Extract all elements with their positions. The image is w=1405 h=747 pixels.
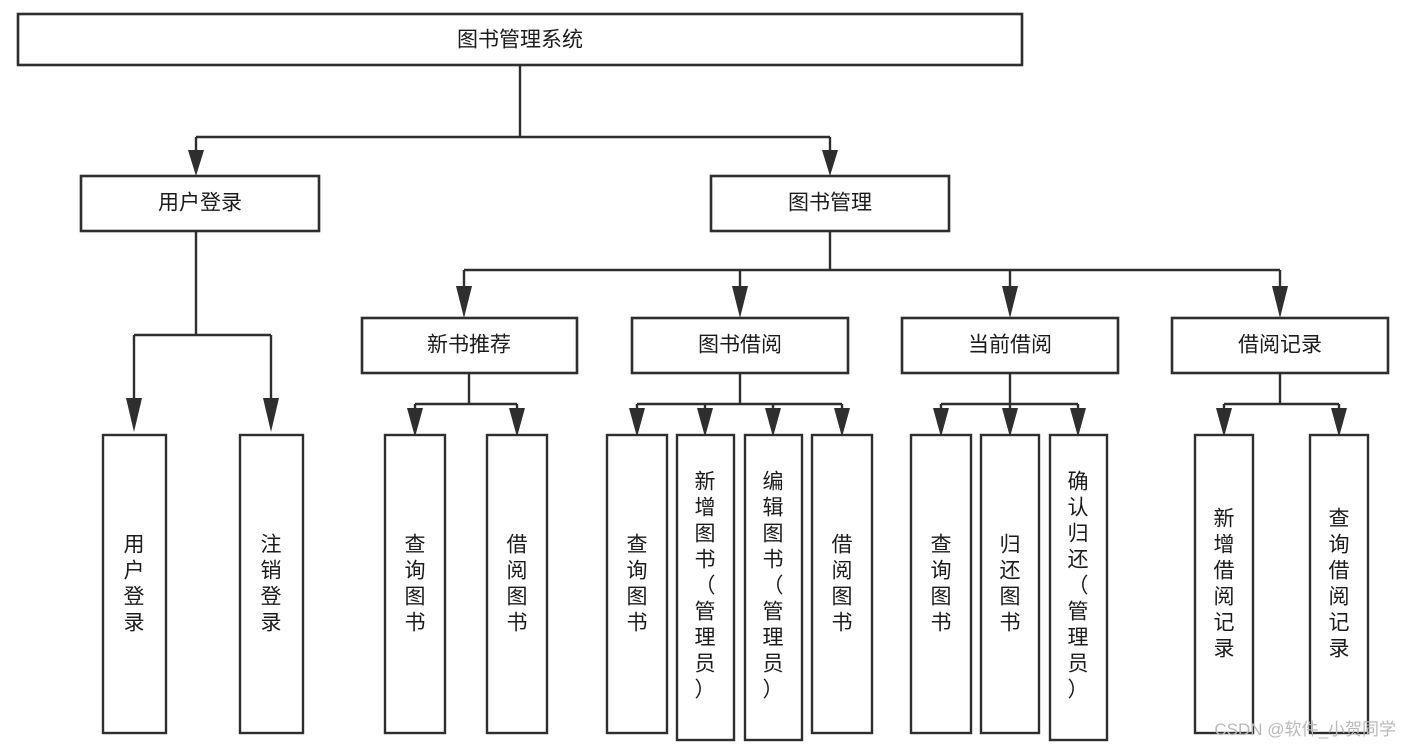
leaf-borrow-book-borrow-box[interactable] xyxy=(810,433,874,735)
node-book-management[interactable]: 图书管理 xyxy=(709,174,951,233)
node-root-box[interactable] xyxy=(16,12,1024,67)
leaf-user-login[interactable]: 用户登录 xyxy=(101,433,168,735)
arrowhead-book-borrow xyxy=(732,286,748,318)
node-current-borrow-box[interactable] xyxy=(900,316,1120,375)
node-current-borrow[interactable]: 当前借阅 xyxy=(900,316,1120,375)
node-book-management-box[interactable] xyxy=(709,174,951,233)
leaf-borrow-book-borrow[interactable]: 借阅图书 xyxy=(810,433,874,735)
leaf-confirm-return-box[interactable] xyxy=(1048,433,1109,742)
node-borrow-record[interactable]: 借阅记录 xyxy=(1170,316,1390,375)
node-borrow-record-box[interactable] xyxy=(1170,316,1390,375)
arrowhead-new-book xyxy=(456,286,472,318)
arrowhead-leaf-query-book-1 xyxy=(407,408,423,437)
leaf-query-book-borrow[interactable]: 查询图书 xyxy=(605,433,669,735)
leaf-return-book-box[interactable] xyxy=(979,433,1041,735)
leaf-borrow-book-recommend-label: 借阅图书 xyxy=(507,534,528,635)
leaf-query-book-current[interactable]: 查询图书 xyxy=(909,433,973,735)
watermark-label: CSDN @软件_小贺同学 xyxy=(1214,720,1396,739)
leaf-return-book[interactable]: 归还图书 xyxy=(979,433,1041,735)
arrowhead-leaf-query-book-2 xyxy=(629,408,645,437)
arrowhead-leaf-edit-book xyxy=(765,408,781,437)
leaf-confirm-return[interactable]: 确认归还（管理员） xyxy=(1048,433,1109,742)
arrowhead-borrow-record xyxy=(1272,286,1288,318)
connector-layer xyxy=(126,65,1347,437)
node-user-login-label: 用户登录 xyxy=(158,192,242,215)
leaf-borrow-book-recommend-box[interactable] xyxy=(485,433,549,735)
arrowhead-book-mgmt xyxy=(822,150,838,176)
arrowhead-leaf-query-book-3 xyxy=(933,408,949,437)
node-user-login-box[interactable] xyxy=(79,174,321,233)
arrowhead-leaf-query-record xyxy=(1331,408,1347,437)
leaf-logout-box[interactable] xyxy=(238,433,305,735)
leaf-edit-book-box[interactable] xyxy=(743,433,804,742)
leaf-add-book-box[interactable] xyxy=(675,433,736,742)
leaf-query-book-recommend[interactable]: 查询图书 xyxy=(383,433,447,735)
node-book-borrow-box[interactable] xyxy=(630,316,850,375)
node-root-system[interactable]: 图书管理系统 xyxy=(16,12,1024,67)
leaf-logout-label: 注销登录 xyxy=(261,534,282,635)
leaf-query-book-current-label: 查询图书 xyxy=(931,534,952,635)
leaf-add-borrow-record-box[interactable] xyxy=(1193,433,1255,735)
node-current-borrow-label: 当前借阅 xyxy=(968,334,1052,357)
leaf-add-book[interactable]: 新增图书（管理员） xyxy=(675,433,736,742)
arrowhead-user-login xyxy=(188,150,204,176)
leaf-query-borrow-record-label: 查询借阅记录 xyxy=(1329,508,1350,661)
leaf-add-borrow-record[interactable]: 新增借阅记录 xyxy=(1193,433,1255,735)
node-borrow-record-label: 借阅记录 xyxy=(1238,334,1322,357)
leaf-add-book-label: 新增图书（管理员） xyxy=(695,471,716,702)
leaf-return-book-label: 归还图书 xyxy=(1000,534,1021,635)
leaf-borrow-book-recommend[interactable]: 借阅图书 xyxy=(485,433,549,735)
arrowhead-leaf-user-login xyxy=(126,398,142,432)
leaf-confirm-return-label: 确认归还（管理员） xyxy=(1068,471,1089,702)
leaf-edit-book[interactable]: 编辑图书（管理员） xyxy=(743,433,804,742)
node-new-book-recommend-box[interactable] xyxy=(360,316,579,375)
leaf-query-book-recommend-label: 查询图书 xyxy=(405,534,426,635)
arrowhead-current-borrow xyxy=(1002,286,1018,318)
leaf-borrow-book-borrow-label: 借阅图书 xyxy=(832,534,853,635)
leaf-user-login-box[interactable] xyxy=(101,433,168,735)
leaf-add-borrow-record-label: 新增借阅记录 xyxy=(1214,508,1235,661)
node-new-book-recommend-label: 新书推荐 xyxy=(427,334,511,357)
leaf-query-book-borrow-label: 查询图书 xyxy=(627,534,648,635)
arrowhead-leaf-add-record xyxy=(1216,408,1232,437)
arrowhead-leaf-return-book xyxy=(1002,408,1018,437)
arrowhead-leaf-confirm-return xyxy=(1070,408,1086,437)
node-root-label: 图书管理系统 xyxy=(457,29,583,52)
arrowhead-leaf-borrow-book-1 xyxy=(509,408,525,437)
arrowhead-leaf-add-book xyxy=(697,408,713,437)
node-user-login[interactable]: 用户登录 xyxy=(79,174,321,233)
node-new-book-recommend[interactable]: 新书推荐 xyxy=(360,316,579,375)
leaf-query-book-borrow-box[interactable] xyxy=(605,433,669,735)
leaf-query-borrow-record-box[interactable] xyxy=(1308,433,1370,735)
node-book-borrow-label: 图书借阅 xyxy=(698,334,782,357)
leaf-logout[interactable]: 注销登录 xyxy=(238,433,305,735)
leaf-query-book-current-box[interactable] xyxy=(909,433,973,735)
arrowhead-leaf-logout xyxy=(263,398,279,432)
node-book-management-label: 图书管理 xyxy=(788,192,872,215)
leaf-edit-book-label: 编辑图书（管理员） xyxy=(763,471,784,702)
leaf-query-book-recommend-box[interactable] xyxy=(383,433,447,735)
node-book-borrow[interactable]: 图书借阅 xyxy=(630,316,850,375)
leaf-user-login-label: 用户登录 xyxy=(124,534,145,635)
leaf-query-borrow-record[interactable]: 查询借阅记录 xyxy=(1308,433,1370,735)
arrowhead-leaf-borrow-book-2 xyxy=(834,408,850,437)
